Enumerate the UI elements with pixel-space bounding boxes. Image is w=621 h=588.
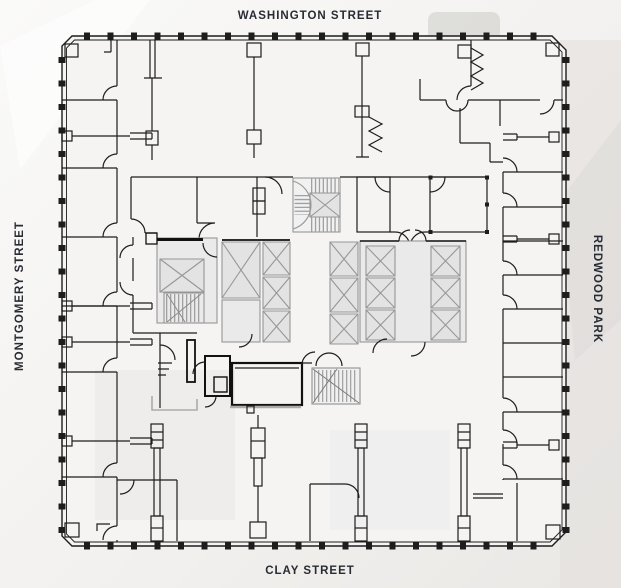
- elevator-stack-center-right: [329, 241, 359, 345]
- street-label-clay: CLAY STREET: [265, 565, 355, 577]
- street-label-redwood-park: REDWOOD PARK: [591, 234, 603, 344]
- stairwell-west: [163, 292, 205, 324]
- corner-column-boxes: [64, 42, 561, 540]
- mullion-strip-3: [457, 423, 471, 542]
- closet-zigzag-corner: [469, 47, 485, 91]
- street-label-montgomery: MONTGOMERY STREET: [14, 221, 26, 371]
- building-shell: [61, 35, 567, 547]
- pedestal-column: [249, 415, 267, 539]
- core-lower-rooms: [119, 237, 388, 414]
- north-zone: [144, 40, 563, 163]
- west-offices: [61, 40, 178, 542]
- room-corner-markers: [428, 175, 489, 234]
- east-column-fixtures: [503, 131, 560, 451]
- elevator-shaft: [221, 241, 261, 299]
- stairwell-south: [311, 367, 361, 405]
- street-label-washington: WASHINGTON STREET: [237, 10, 383, 22]
- south-zone: [150, 415, 471, 542]
- core-upper-rooms: [130, 175, 489, 248]
- elevator-stack-east-left: [365, 245, 396, 341]
- closet-zigzag-center: [367, 116, 384, 153]
- elevator-lobby: [397, 244, 425, 339]
- mullion-strip-1: [150, 423, 164, 542]
- elevator-core: [145, 229, 467, 357]
- elevator-shaft: [159, 258, 205, 293]
- elevator-stack-east-right: [430, 245, 461, 341]
- stairwell-north: [292, 177, 341, 233]
- elevator-stack-center-left: [262, 241, 291, 343]
- east-offices: [473, 131, 563, 541]
- perimeter-column-ticks: [58, 32, 570, 550]
- mullion-strip-2: [354, 423, 368, 542]
- west-column-fixtures: [61, 130, 153, 447]
